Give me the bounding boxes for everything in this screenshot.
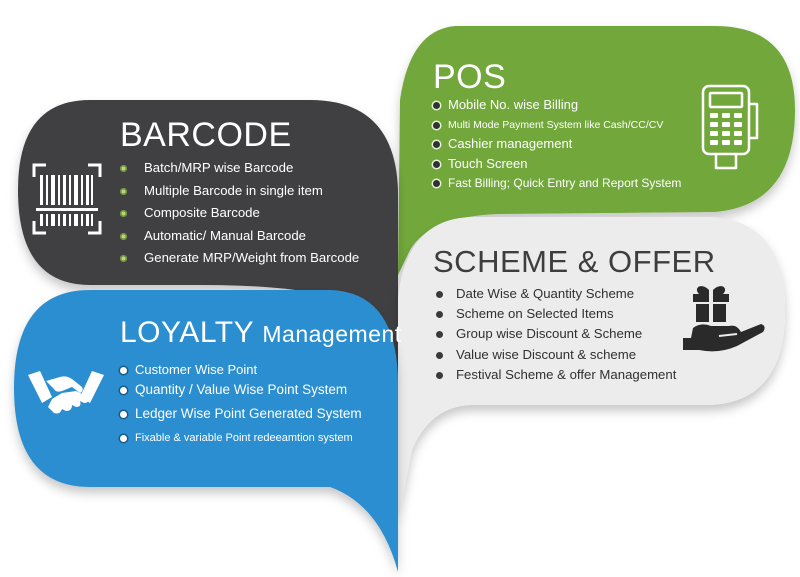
list-item-label: Group wise Discount & Scheme <box>456 326 643 342</box>
barcode-scanner-icon <box>32 163 102 235</box>
bullet-icon <box>436 331 443 339</box>
gift-in-hand-icon <box>679 280 769 354</box>
list-item: Group wise Discount & Scheme <box>436 325 676 345</box>
bullet-icon <box>436 351 443 359</box>
pos-bubble <box>398 26 795 275</box>
list-item: Date Wise & Quantity Scheme <box>436 285 676 305</box>
loyalty-title-word: LOYALTY <box>120 316 255 349</box>
loyalty-title: LOYALTY Management <box>120 316 402 350</box>
list-item: Mobile No. wise Billing <box>433 96 681 116</box>
list-item-label: Generate MRP/Weight from Barcode <box>144 250 360 265</box>
bullet-icon <box>433 102 440 109</box>
handshake-icon <box>26 367 106 421</box>
bullet-icon <box>436 311 443 319</box>
list-item-label: Fast Billing; Quick Entry and Report Sys… <box>448 176 682 190</box>
list-item-label: Mobile No. wise Billing <box>448 97 579 112</box>
bullet-icon <box>433 141 440 148</box>
card-terminal-icon <box>699 82 761 174</box>
bullet-icon <box>436 291 443 298</box>
bullet-icon <box>433 121 440 129</box>
list-item: Cashier management <box>433 135 681 155</box>
list-item-label: Cashier management <box>448 136 573 151</box>
list-item-label: Ledger Wise Point Generated System <box>135 406 362 421</box>
list-item: Generate MRP/Weight from Barcode <box>120 249 359 272</box>
list-item-label: Batch/MRP wise Barcode <box>144 160 294 175</box>
barcode-title: BARCODE <box>120 116 292 154</box>
list-item-label: Touch Screen <box>448 155 528 171</box>
list-item-label: Date Wise & Quantity Scheme <box>456 286 635 301</box>
list-item-label: Fixable & variable Point redeeamtion sys… <box>135 432 353 444</box>
list-item: Value wise Discount & scheme <box>436 346 676 366</box>
loyalty-bubble <box>14 290 398 572</box>
bullet-icon <box>433 180 440 187</box>
loyalty-title-rest: Management <box>262 321 402 347</box>
list-item: Multiple Barcode in single item <box>120 182 359 205</box>
list-item: Automatic/ Manual Barcode <box>120 227 359 250</box>
list-item-label: Quantity / Value Wise Point System <box>135 382 348 397</box>
list-item-label: Scheme on Selected Items <box>456 306 614 322</box>
list-item-label: Value wise Discount & scheme <box>456 346 637 362</box>
list-item: Quantity / Value Wise Point System <box>120 381 362 405</box>
pos-title: POS <box>433 58 507 96</box>
list-item: Ledger Wise Point Generated System <box>120 405 362 429</box>
loyalty-feature-list: Customer Wise Point Quantity / Value Wis… <box>120 361 362 449</box>
scheme-bubble <box>398 217 785 520</box>
bullet-icon <box>436 371 443 379</box>
barcode-feature-list: Batch/MRP wise Barcode Multiple Barcode … <box>120 159 359 272</box>
pos-feature-list: Mobile No. wise Billing Multi Mode Payme… <box>433 96 681 194</box>
list-item-label: Customer Wise Point <box>135 362 258 377</box>
list-item: Festival Scheme & offer Management <box>436 366 676 386</box>
list-item: Batch/MRP wise Barcode <box>120 159 359 182</box>
list-item: Customer Wise Point <box>120 361 362 381</box>
barcode-bubble <box>18 100 398 395</box>
bullet-icon <box>120 165 127 172</box>
bullet-icon <box>120 187 127 195</box>
list-item-label: Automatic/ Manual Barcode <box>144 227 306 243</box>
list-item-label: Composite Barcode <box>144 205 260 220</box>
bullet-icon <box>120 255 127 262</box>
scheme-feature-list: Date Wise & Quantity Scheme Scheme on Se… <box>436 285 676 386</box>
list-item: Fixable & variable Point redeeamtion sys… <box>120 429 362 449</box>
bullet-icon <box>120 210 127 217</box>
list-item: Fast Billing; Quick Entry and Report Sys… <box>433 174 681 194</box>
list-item-label: Festival Scheme & offer Management <box>456 366 677 382</box>
list-item: Scheme on Selected Items <box>436 305 676 325</box>
bullet-icon <box>120 387 127 394</box>
list-item-label: Multiple Barcode in single item <box>144 182 323 198</box>
bullet-icon <box>433 160 440 168</box>
list-item-label: Multi Mode Payment System like Cash/CC/C… <box>448 118 664 131</box>
bullet-icon <box>120 367 127 374</box>
bullet-icon <box>120 435 127 442</box>
bullet-icon <box>120 411 127 418</box>
list-item: Multi Mode Payment System like Cash/CC/C… <box>433 116 681 136</box>
list-item: Composite Barcode <box>120 204 359 227</box>
bullet-icon <box>120 232 127 240</box>
list-item: Touch Screen <box>433 155 681 175</box>
scheme-title: SCHEME & OFFER <box>433 244 716 279</box>
